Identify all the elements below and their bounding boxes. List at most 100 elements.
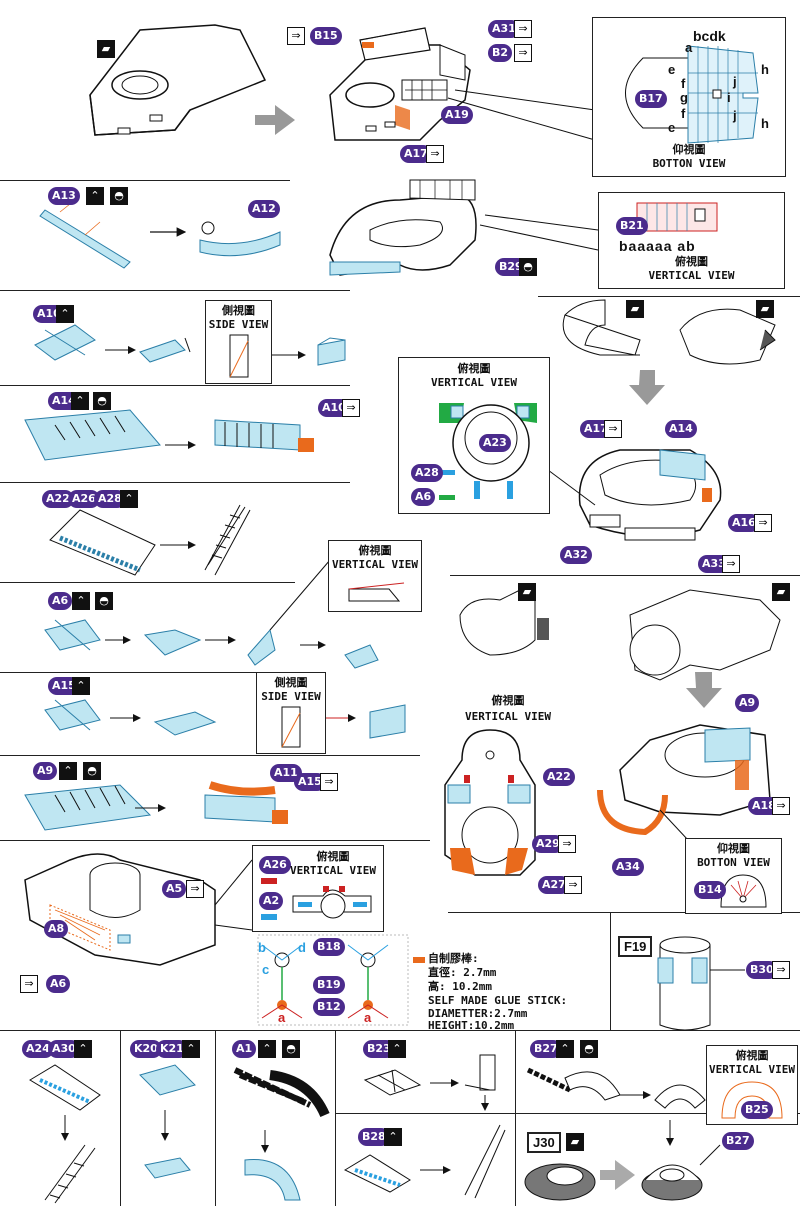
- fold-up-icon: ⌃: [556, 1040, 574, 1058]
- part-label: A28: [411, 464, 443, 482]
- view-title-en: VERTICAL VIEW: [708, 1063, 796, 1076]
- part-label: A15: [48, 677, 80, 695]
- divider: [0, 582, 295, 583]
- part-label: B15: [310, 27, 342, 45]
- part-label: A29: [532, 835, 564, 853]
- attach-icon: ⇒: [772, 961, 790, 979]
- side-view-callout: 側視圖 SIDE VIEW: [256, 672, 326, 754]
- part-label: B29: [495, 258, 527, 276]
- part-label: A6: [46, 975, 71, 993]
- part-label: B12: [313, 998, 345, 1016]
- part-label: A28: [94, 490, 126, 508]
- view-title-zh: 側視圖: [274, 676, 308, 689]
- part-label: A31: [488, 20, 520, 38]
- part-box-label: J30: [527, 1132, 561, 1153]
- fold-down-icon: ◓: [83, 762, 101, 780]
- fold-up-icon: ⌃: [86, 187, 104, 205]
- letter-label: c: [262, 962, 270, 977]
- view-title-en: BOTTON VIEW: [652, 157, 726, 170]
- divider: [450, 575, 800, 576]
- attach-icon: ⇒: [20, 975, 38, 993]
- vertical-view-callout-a23: 俯視圖 VERTICAL VIEW A23 A28 A6: [398, 357, 550, 514]
- letter-label: a: [278, 1010, 286, 1025]
- bottom-view-callout-b17: B17 bcdk a e f g i j j h h f e 仰視圖 BOTTO…: [592, 17, 786, 177]
- part-label: A26: [259, 856, 291, 874]
- divider: [0, 482, 350, 483]
- glue-icon: ▰: [772, 583, 790, 601]
- part-label: A9: [735, 694, 760, 712]
- glue-icon: ▰: [566, 1133, 584, 1151]
- attach-icon: ⇒: [772, 797, 790, 815]
- fold-up-icon: ⌃: [258, 1040, 276, 1058]
- view-title-zh: 仰視圖: [672, 143, 706, 156]
- attach-icon: ⇒: [722, 555, 740, 573]
- letter-label: f: [681, 106, 686, 121]
- part-label: A1: [232, 1040, 257, 1058]
- part-label: A26: [68, 490, 100, 508]
- letter-label: i: [727, 90, 731, 105]
- attach-icon: ⇒: [426, 145, 444, 163]
- view-title-en: BOTTON VIEW: [697, 856, 770, 869]
- part-label: A22: [543, 768, 575, 786]
- glue-stick-diameter-en: DIAMETTER:2.7mm: [428, 1007, 528, 1020]
- part-label: A34: [612, 858, 644, 876]
- part-label: A14: [665, 420, 697, 438]
- attach-icon: ⇒: [342, 399, 360, 417]
- glue-stick-title-en: SELF MADE GLUE STICK:: [428, 994, 568, 1007]
- glue-icon: ▰: [626, 300, 644, 318]
- divider: [0, 755, 420, 756]
- view-title-en: VERTICAL VIEW: [430, 376, 518, 389]
- letter-label: a: [685, 40, 693, 55]
- fold-down-icon: ◓: [110, 187, 128, 205]
- divider: [215, 1030, 216, 1206]
- letter-label: h: [761, 116, 769, 131]
- vertical-view-callout-a26: A26 A2 俯視圖 VERTICAL VIEW: [252, 845, 384, 932]
- part-label: B23: [363, 1040, 395, 1058]
- fold-up-icon: ⌃: [72, 592, 90, 610]
- part-label: A24: [22, 1040, 54, 1058]
- letter-label: b: [258, 940, 266, 955]
- attach-icon: ⇒: [558, 835, 576, 853]
- letter-label: g: [680, 90, 688, 105]
- letter-label: j: [733, 74, 737, 89]
- letter-label: baaaaa ab: [619, 238, 696, 254]
- glue-icon: ▰: [518, 583, 536, 601]
- letter-label: e: [668, 62, 676, 77]
- letter-label: e: [668, 120, 676, 135]
- view-title-zh: 仰視圖: [717, 842, 750, 855]
- attach-icon: ⇒: [754, 514, 772, 532]
- fold-up-icon: ⌃: [384, 1128, 402, 1146]
- view-title-zh: 俯視圖: [675, 255, 708, 268]
- fold-up-icon: ⌃: [72, 677, 90, 695]
- fold-down-icon: ◓: [519, 258, 537, 276]
- part-label: B28: [358, 1128, 390, 1146]
- part-label: A16: [728, 514, 760, 532]
- attach-icon: ⇒: [320, 773, 338, 791]
- view-title-en: VERTICAL VIEW: [331, 558, 419, 571]
- part-label: A30: [48, 1040, 80, 1058]
- divider: [448, 912, 800, 913]
- attach-icon: ⇒: [564, 876, 582, 894]
- divider: [335, 1030, 336, 1206]
- divider: [0, 672, 280, 673]
- part-label: B25: [741, 1101, 773, 1119]
- divider: [120, 1030, 121, 1206]
- part-label: B27: [530, 1040, 562, 1058]
- view-title-zh: 俯視圖: [491, 694, 525, 707]
- vertical-view-callout-b21: B21 baaaaa ab 俯視圖 VERTICAL VIEW: [598, 192, 785, 289]
- divider: [0, 840, 430, 841]
- part-label: B21: [616, 217, 648, 235]
- part-box-label: F19: [618, 936, 653, 957]
- part-label: A9: [33, 762, 58, 780]
- divider: [0, 1030, 800, 1031]
- part-label: A17: [400, 145, 432, 163]
- part-label: B2: [488, 44, 513, 62]
- side-view-callout: 側視圖 SIDE VIEW: [205, 300, 272, 384]
- glue-stick-title-zh: 自制膠棒:: [428, 952, 479, 965]
